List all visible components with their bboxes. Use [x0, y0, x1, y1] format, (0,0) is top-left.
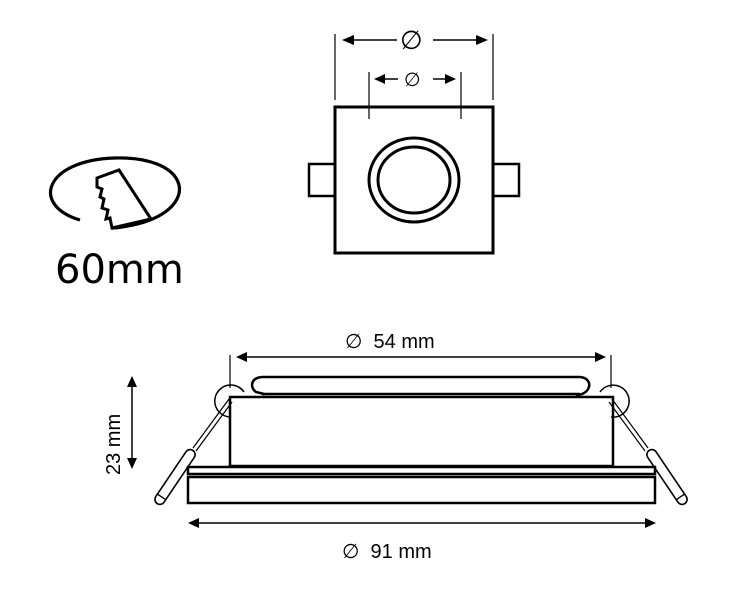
svg-text:∅: ∅	[404, 70, 421, 91]
cutout-size-label: 60mm	[55, 247, 184, 293]
saw-cutout-icon	[49, 156, 181, 230]
width-dimension-label: ∅ 54 mm	[345, 331, 435, 353]
diameter-symbol-inner: ∅	[404, 70, 421, 91]
svg-text:∅: ∅	[400, 25, 423, 55]
side-view-drawing	[127, 352, 688, 528]
diameter-symbol-outer: ∅	[400, 25, 423, 55]
base-diameter-label: ∅ 91 mm	[342, 541, 432, 563]
height-dimension-label: 23 mm	[103, 414, 125, 475]
top-view-drawing	[307, 34, 521, 255]
